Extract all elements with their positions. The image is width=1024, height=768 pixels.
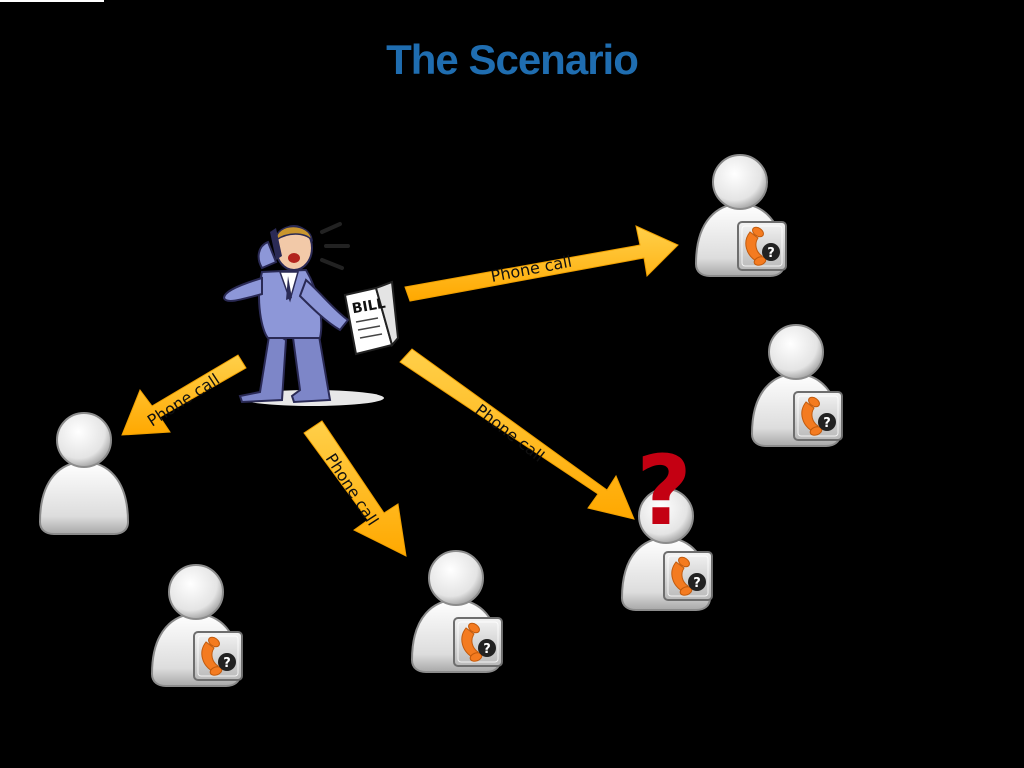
unknown-recipient-question-mark: ? bbox=[636, 435, 692, 547]
arrow-label: Phone call bbox=[472, 400, 548, 466]
user-icon-bottom-center bbox=[411, 550, 503, 673]
corner-divider-line bbox=[0, 0, 104, 2]
businessman-on-phone-icon: BILL bbox=[222, 222, 400, 406]
bill-document-icon: BILL bbox=[343, 280, 400, 356]
slide-title: The Scenario bbox=[386, 36, 639, 83]
phone-question-badge-icon bbox=[663, 551, 713, 601]
bill-text: BILL bbox=[351, 296, 387, 318]
arrow-label: Phone call bbox=[322, 450, 383, 529]
phone-question-badge-icon bbox=[453, 617, 503, 667]
phone-question-badge-icon bbox=[193, 631, 243, 681]
user-icon-bottom-left bbox=[151, 564, 243, 687]
user-icon-right bbox=[751, 324, 843, 447]
phone-call-arrow-left: Phone call bbox=[121, 354, 247, 436]
phone-question-badge-icon bbox=[793, 391, 843, 441]
phone-call-arrow-to-unknown: Phone call bbox=[399, 348, 635, 520]
user-icon-top-right bbox=[695, 154, 787, 277]
user-icon-left bbox=[39, 412, 129, 535]
arrow-label: Phone call bbox=[489, 252, 573, 286]
phone-call-arrow-bottom-center: Phone call bbox=[303, 420, 407, 557]
arrow-label: Phone call bbox=[144, 370, 223, 431]
phone-call-arrow-top-right: Phone call bbox=[404, 225, 679, 302]
phone-question-badge-icon bbox=[737, 221, 787, 271]
